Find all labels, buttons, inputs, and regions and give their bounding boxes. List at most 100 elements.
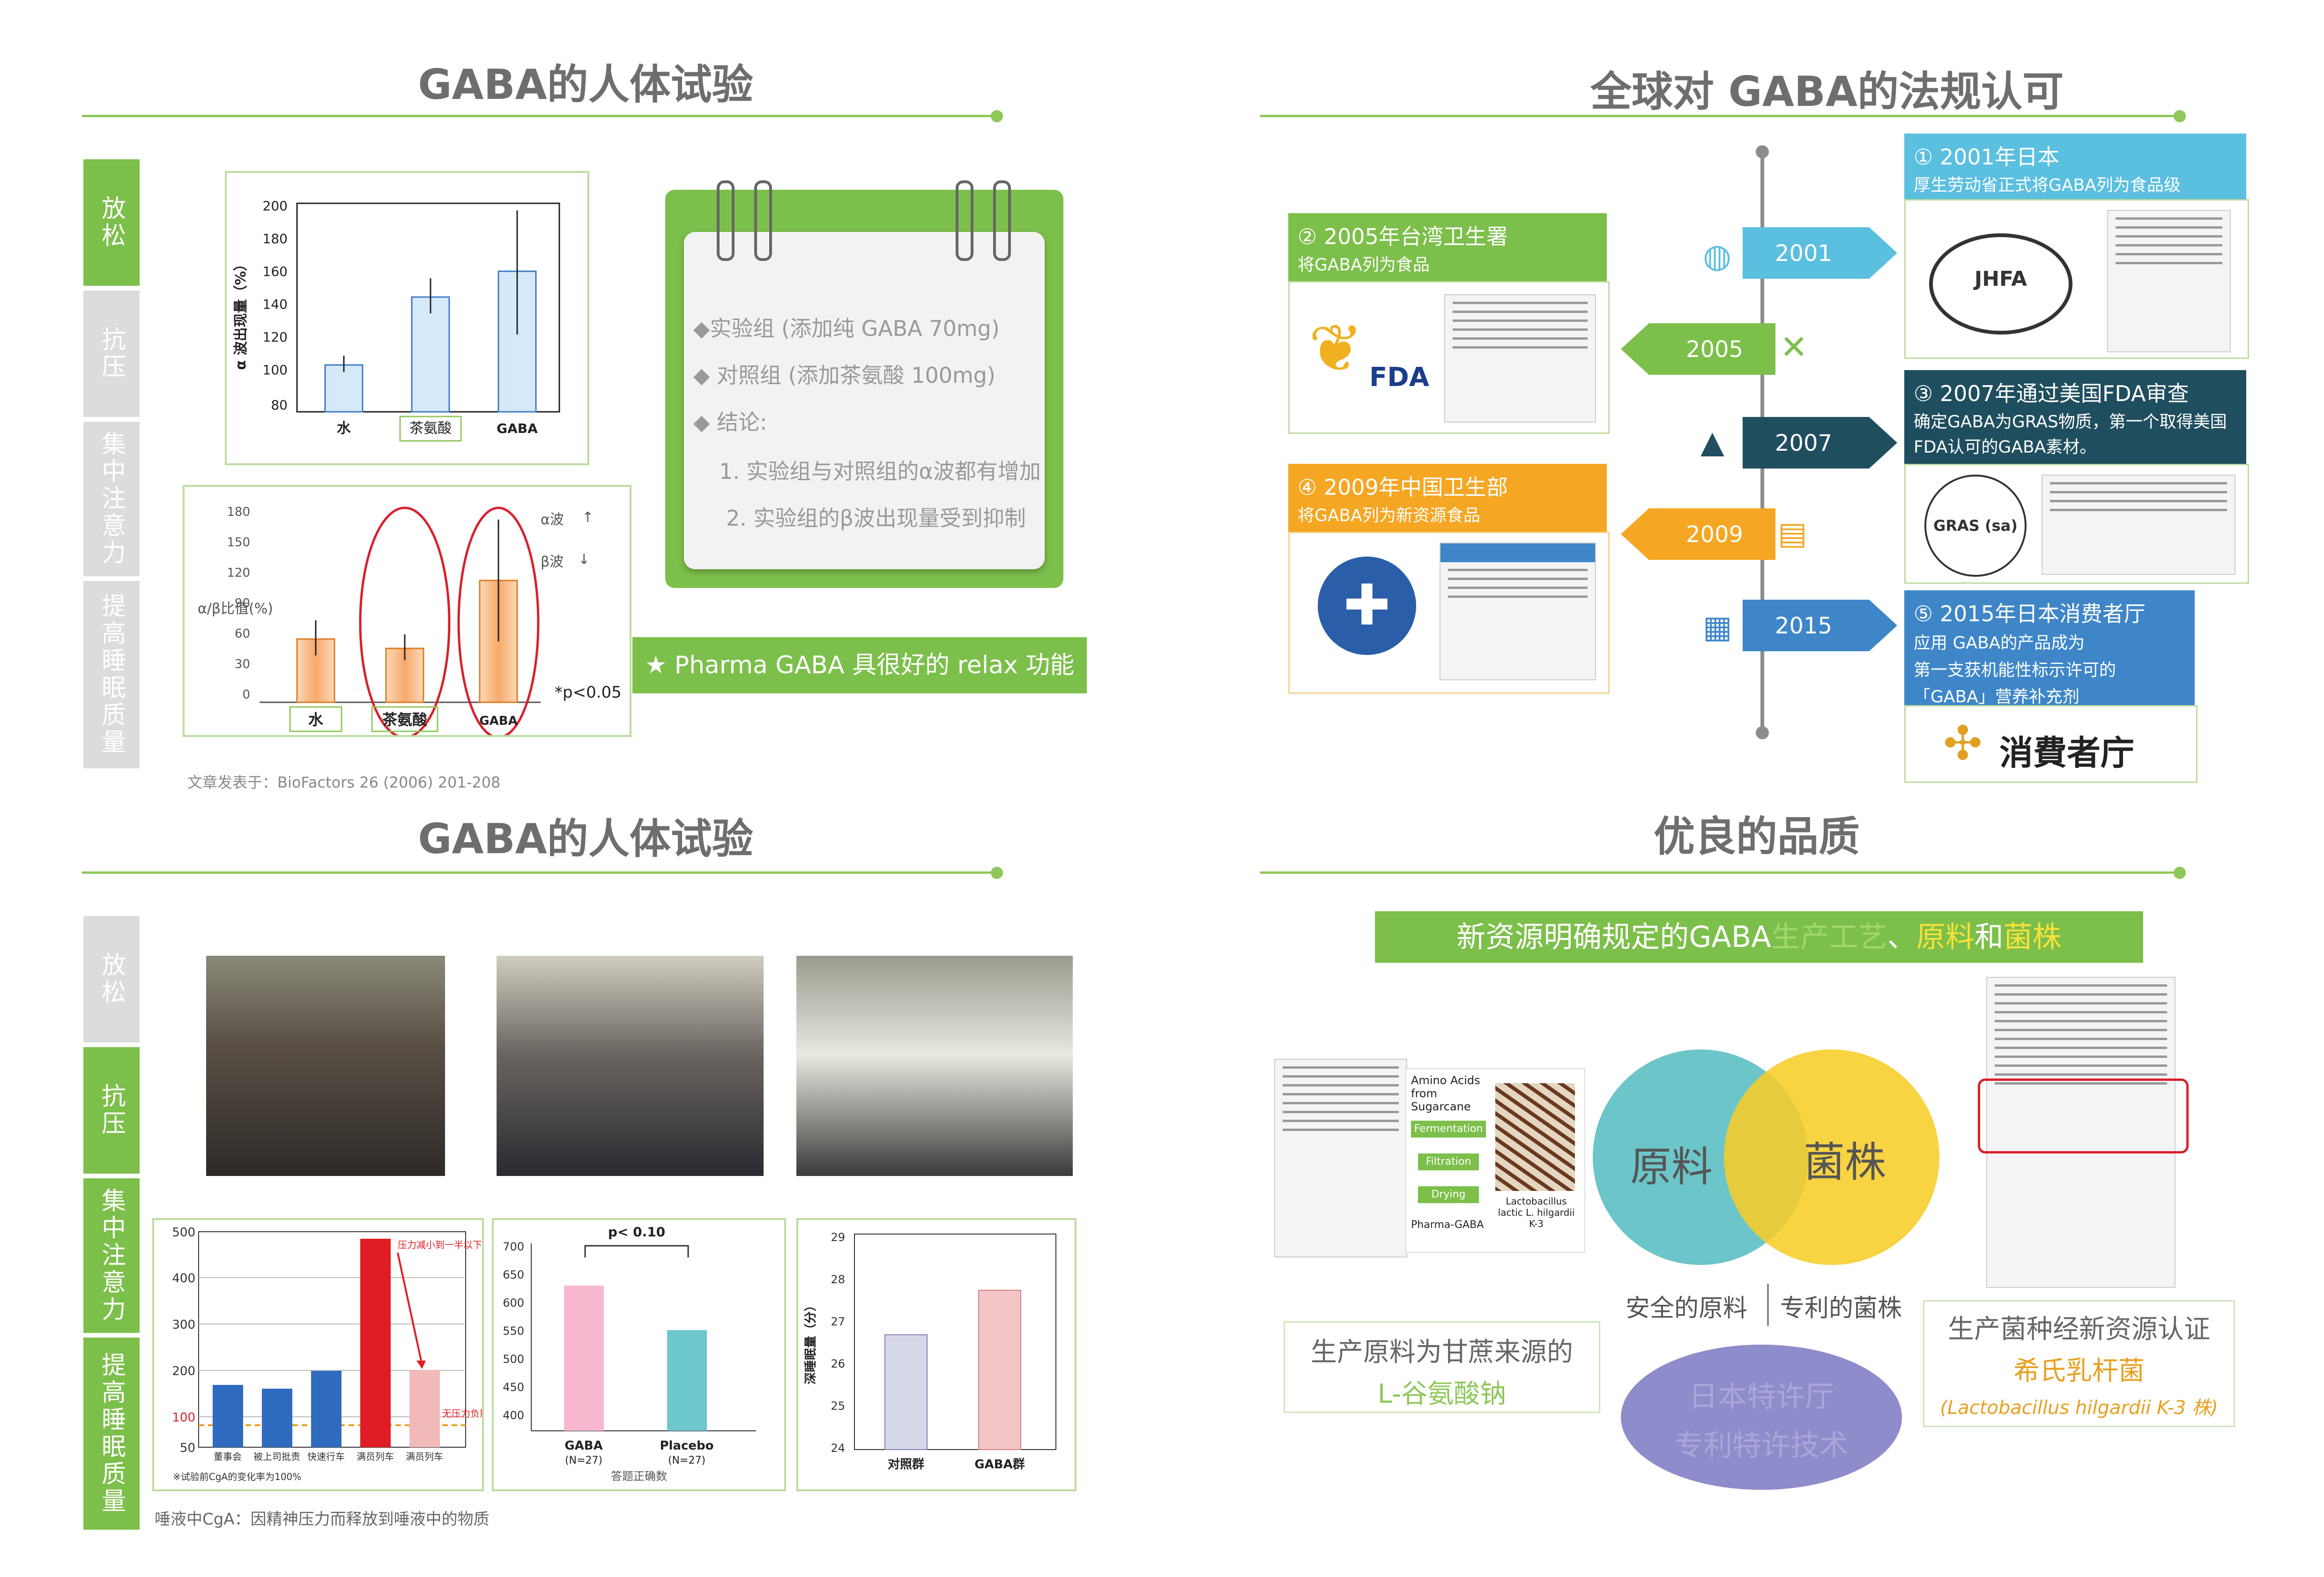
q4-banner-text-a: 新资源明确规定的GABA (1456, 920, 1771, 954)
q3-cga-chart-frame: 500 400 300 200 100 50 压力减小到一半以下 无压力负影响 … (152, 1218, 498, 1491)
q2-year-2015: 2015 (1775, 613, 1832, 639)
q4-flow-step-0: Amino Acids from Sugarcane (1411, 1074, 1480, 1113)
q3-score-chart: 700 650 600 550 500 450 400 p< 0.10 GABA… (503, 1224, 756, 1483)
q4-banner-text-b: 生产工艺 (1771, 920, 1887, 954)
q3-score-pvalue: p< 0.10 (608, 1224, 665, 1240)
tick: 150 (227, 536, 250, 550)
q3-underline (82, 871, 995, 874)
tick: 450 (503, 1381, 524, 1394)
q3-sleep-chart: 深睡眠量（分） 29 28 27 26 25 24 对照群 GABA群 (804, 1231, 1056, 1472)
q3-cga-bar-4 (360, 1239, 391, 1447)
caa-logo-icon: ✣ (1943, 716, 1982, 771)
q2-card-2001-body: 厚生劳动省正式将GABA列为食品级 (1914, 176, 2181, 195)
q4-underline (1260, 871, 2178, 874)
q1-chart1-xlabel-gaba: GABA (497, 421, 538, 436)
q1-chart1-ylabel: α 波出现量（%） (233, 257, 249, 370)
q3-score-bar-placebo (667, 1330, 707, 1431)
q2-year-2007-arrow: 2007 (1743, 417, 1897, 469)
q1-chart2-beta-label: β波 (541, 554, 564, 570)
q2-card-2015-image: ✣ 消費者庁 (1904, 705, 2198, 783)
q3-sleep-label-control: 对照群 (888, 1458, 924, 1472)
tick: 140 (263, 297, 288, 312)
q2-year-2007: 2007 (1775, 430, 1832, 456)
q1-chart2-ylabel: α/β比值(%) (198, 601, 273, 617)
q1-title: GABA的人体试验 (418, 60, 753, 109)
graduation-cap-icon: ▲ (1700, 424, 1724, 460)
q2-card-2005-image: ❦ FDA (1288, 281, 1610, 434)
q3-score-bar-gaba (564, 1286, 604, 1431)
tick: 200 (263, 198, 288, 214)
q4-micro-caption: Lactobacillus lactic L. hilgardii K-3 (1498, 1196, 1575, 1229)
globe-icon: ◍ (1703, 237, 1732, 275)
tick: 100 (263, 362, 288, 378)
q1-underline (82, 115, 995, 117)
ring-icon (717, 180, 735, 261)
tick: 25 (831, 1399, 845, 1413)
q1-notepad: ◆实验组 (添加纯 GABA 70mg) ◆ 对照组 (添加茶氨酸 100mg)… (665, 180, 1063, 588)
q1-chart1-xlabel-water: 水 (337, 420, 351, 437)
q1-chart1-xlabel-theanine: 茶氨酸 (409, 420, 452, 437)
q2-card-2015-body1: 应用 GABA的产品成为 (1914, 633, 2085, 653)
q2-card-2015-body2: 第一支获机能性标示许可的 (1914, 660, 2116, 680)
q4-flow-step-3: Drying (1418, 1186, 1479, 1203)
q4-document-right (1978, 977, 2189, 1288)
tick: 180 (227, 505, 250, 519)
q3-title: GABA的人体试验 (418, 815, 753, 863)
classroom-photo (497, 956, 764, 1176)
q4-underline-dot (2174, 867, 2186, 879)
tick: 50 (180, 1441, 195, 1455)
q3-cga-chart: 500 400 300 200 100 50 压力减小到一半以下 无压力负影响 … (172, 1226, 498, 1482)
q1-note-line5: 2. 实验组的β波出现量受到抑制 (726, 506, 1026, 531)
q4-flow-step-2: Filtration (1418, 1153, 1479, 1170)
q1-underline-dot (991, 110, 1003, 122)
microscope-image (1495, 1083, 1575, 1191)
tick: 400 (172, 1272, 195, 1286)
q3-cga-label-2: 被上司批责 (253, 1451, 300, 1462)
ring-icon (993, 180, 1011, 261)
q2-card-2001: ① 2001年日本 厚生劳动省正式将GABA列为食品级 (1904, 134, 2246, 199)
tick: 400 (503, 1409, 524, 1422)
tick: 700 (503, 1240, 524, 1253)
q1-side-sleep: 提高睡眠质量 (83, 581, 140, 768)
q3-cga-label-5: 满员列车 (406, 1451, 443, 1462)
q4-right-box-line2: 希氏乳杆菌 (2013, 1356, 2145, 1386)
q1-chart1-frame: α 波出现量（%） 200 180 160 140 120 100 80 水 茶… (225, 171, 589, 465)
q4-process-panel: Amino Acids from Sugarcane Fermentation … (1405, 1068, 1585, 1253)
q3-side-sleep: 提高睡眠质量 (83, 1338, 140, 1530)
q1-chart1: α 波出现量（%） 200 180 160 140 120 100 80 水 茶… (233, 198, 560, 442)
q1-chart1-bar-theanine (411, 296, 450, 413)
q3-score-label-gaba: GABA (564, 1439, 602, 1453)
q1-chart1-yticks: 200 180 160 140 120 100 80 (263, 198, 288, 413)
q4-flow-step-1: Fermentation (1411, 1121, 1486, 1138)
q4-right-box-line3: (Lactobacillus hilgardii K-3 株) (1940, 1397, 2218, 1419)
train-crowd-photo (206, 956, 445, 1176)
q4-patent-strain: 专利的菌株 (1780, 1294, 1902, 1323)
q3-cga-bar-3 (311, 1371, 342, 1447)
ring-icon (754, 180, 772, 261)
q3-score-chart-frame: 700 650 600 550 500 450 400 p< 0.10 GABA… (492, 1218, 786, 1491)
q2-card-2009-image: ✚ (1288, 532, 1610, 694)
q4-left-box: 生产原料为甘蔗来源的 L-谷氨酸钠 (1284, 1321, 1600, 1413)
q2-year-2001-arrow: 2001 (1743, 227, 1897, 279)
q4-flow-step-4: Pharma-GABA (1411, 1219, 1484, 1231)
q1-side-relax: 放松 (83, 159, 140, 286)
q1-banner: ★ Pharma GABA 具很好的 relax 功能 (632, 637, 1087, 693)
tick: 160 (263, 264, 288, 279)
q3-sleep-label-gaba: GABA群 (974, 1458, 1025, 1472)
q2-year-2015-arrow: 2015 (1743, 600, 1897, 651)
q3-score-label-placebo: Placebo (660, 1439, 713, 1453)
q3-sleep-bar-gaba (978, 1290, 1021, 1450)
q3-sleep-chart-frame: 深睡眠量（分） 29 28 27 26 25 24 对照群 GABA群 (796, 1218, 1077, 1491)
books-icon: ▤ (1778, 515, 1807, 551)
q2-year-2009-arrow: 2009 (1621, 508, 1775, 560)
q2-card-2015-body3: 「GABA」营养补充剂 (1914, 687, 2079, 707)
butterfly-icon: ❦ (1308, 311, 1364, 387)
q1-side-stress: 抗压 (83, 290, 140, 417)
moh-emblem-icon: ✚ (1318, 557, 1416, 655)
q2-card-2009-title: ④ 2009年中国卫生部 (1298, 475, 1508, 500)
q1-note-line2: 对照组 (添加茶氨酸 100mg) (717, 363, 995, 388)
tick: 600 (503, 1296, 524, 1309)
tick: 550 (503, 1324, 524, 1338)
caa-logo: 消費者庁 (1999, 733, 2135, 773)
q3-cga-label-1: 董事会 (214, 1451, 242, 1462)
